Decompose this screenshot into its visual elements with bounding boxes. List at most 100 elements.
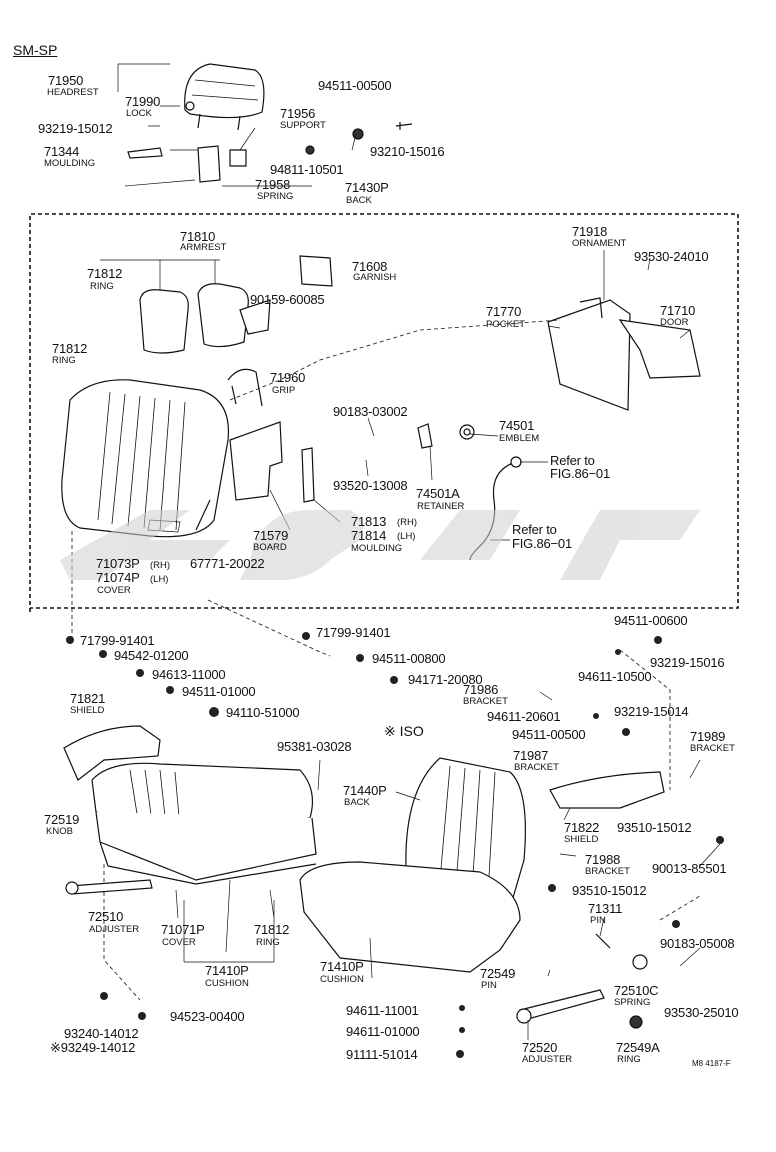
part-93249-14012-number: ※93249-14012 — [50, 1040, 136, 1055]
part-71579-number: 71579 — [253, 528, 289, 543]
part-71990-name: LOCK — [126, 108, 152, 119]
part-71579-name: BOARD — [253, 542, 287, 553]
part-93219-15012-number: 93219-15012 — [38, 121, 113, 136]
ref-1-target[interactable]: FIG.86−01 — [550, 466, 610, 481]
ref-1-text[interactable]: Refer to — [550, 453, 595, 468]
iso-mark: ※ ISO — [384, 723, 424, 739]
part-71918-number: 71918 — [572, 224, 608, 239]
back-group-frame — [29, 213, 739, 612]
part-71073p-suffix: (RH) — [150, 560, 171, 571]
part-91111-51014-number: 91111-51014 — [346, 1047, 418, 1062]
part-94611-11001-number: 94611-11001 — [346, 1003, 419, 1018]
shield-left-shape — [63, 725, 161, 781]
part-71960-name: GRIP — [272, 385, 296, 396]
cushion-left-shape — [91, 762, 317, 885]
part-71812-c-number: 71812 — [254, 922, 290, 937]
part-71410p-b-number: 71410P — [320, 959, 364, 974]
armrest-shape — [100, 259, 271, 354]
part-71071p-number: 71071P — [161, 922, 205, 937]
part-90183-05008-number: 90183-05008 — [660, 936, 735, 951]
part-71987-name: BRACKET — [514, 762, 559, 773]
part-72549-number: 72549 — [480, 966, 516, 981]
part-71440p-name: BACK — [344, 797, 370, 808]
part-72510-number: 72510 — [88, 909, 124, 924]
part-71821-name: SHIELD — [70, 705, 105, 716]
part-71813-number: 71813 — [351, 514, 387, 529]
part-71956-number: 71956 — [280, 106, 316, 121]
part-93530-24010-number: 93530-24010 — [634, 249, 709, 264]
moulding-small-shape — [127, 147, 163, 159]
part-71956-name: SUPPORT — [280, 120, 326, 131]
part-74501-number: 74501 — [499, 418, 535, 433]
part-90013-85501-number: 90013-85501 — [652, 861, 727, 876]
garnish-shape — [299, 255, 333, 287]
part-71799-91401-b-number: 71799-91401 — [316, 625, 391, 640]
part-71814-suffix: (LH) — [397, 531, 416, 542]
part-71958-name: SPRING — [257, 191, 294, 202]
part-72510c-number: 72510C — [614, 983, 659, 998]
part-71410p-b-name: CUSHION — [320, 974, 364, 985]
part-71344-name: MOULDING — [44, 158, 96, 169]
ref-2-target[interactable]: FIG.86−01 — [512, 536, 572, 551]
part-71311-number: 71311 — [588, 901, 623, 916]
part-93510-15012-b-number: 93510-15012 — [572, 883, 647, 898]
part-71440p-number: 71440P — [343, 783, 387, 798]
part-74501-name: EMBLEM — [499, 433, 540, 444]
adjuster-right-shape — [516, 989, 605, 1024]
part-71410p-a-name: CUSHION — [205, 978, 249, 989]
part-71950-name: HEADREST — [47, 87, 99, 98]
part-94110-51000-number: 94110-51000 — [226, 705, 300, 720]
part-71989-number: 71989 — [690, 729, 726, 744]
part-71344-number: 71344 — [44, 144, 80, 159]
part-74501a-name: RETAINER — [417, 501, 465, 512]
part-71074p-number: 71074P — [96, 570, 140, 585]
part-71990-number: 71990 — [125, 94, 161, 109]
adjuster-left-shape — [65, 879, 153, 895]
part-71812-b-name: RING — [52, 355, 76, 366]
ring-72549a — [629, 1015, 643, 1029]
part-90183-03002-number: 90183-03002 — [333, 404, 408, 419]
seat-back-moulding-shape — [301, 447, 315, 503]
part-93510-15012-a-number: 93510-15012 — [617, 820, 692, 835]
part-93219-15014-number: 93219-15014 — [614, 704, 689, 719]
part-71812-a-number: 71812 — [87, 266, 123, 281]
pin-71311 — [595, 933, 611, 949]
part-71073p-number: 71073P — [96, 556, 140, 571]
support-shape — [197, 145, 247, 183]
part-71950-number: 71950 — [48, 73, 84, 88]
part-71821-number: 71821 — [70, 691, 106, 706]
part-93219-15016-number: 93219-15016 — [650, 655, 725, 670]
lock-shape — [185, 101, 195, 111]
page-title: SM-SP — [13, 42, 58, 58]
part-71799-91401-a-number: 71799-91401 — [80, 633, 155, 648]
part-71989-name: BRACKET — [690, 743, 735, 754]
part-71822-name: SHIELD — [564, 834, 599, 845]
part-71812-a-name: RING — [90, 281, 114, 292]
watermark-logo — [60, 510, 700, 580]
part-94542-01200-number: 94542-01200 — [114, 648, 189, 663]
part-71814-name: MOULDING — [351, 543, 403, 554]
part-71988-name: BRACKET — [585, 866, 630, 877]
part-71430p-number: 71430P — [345, 180, 389, 195]
board-shape — [229, 421, 283, 501]
part-94511-00500-b-number: 94511-00500 — [512, 727, 586, 742]
part-71710-name: DOOR — [660, 317, 689, 328]
part-72549a-number: 72549A — [616, 1040, 660, 1055]
part-71918-name: ORNAMENT — [572, 238, 627, 249]
part-67771-20022-number: 67771-20022 — [190, 556, 265, 571]
spring-72510c — [632, 954, 648, 970]
part-71810-name: ARMREST — [180, 242, 227, 253]
part-94811-10501-number: 94811-10501 — [270, 162, 344, 177]
part-72519-number: 72519 — [44, 812, 80, 827]
part-72510c-name: SPRING — [614, 997, 651, 1008]
part-72510-name: ADJUSTER — [89, 924, 140, 935]
retainer-shape — [417, 423, 433, 449]
ref-2-text[interactable]: Refer to — [512, 522, 557, 537]
part-71987-number: 71987 — [513, 748, 549, 763]
part-71986-number: 71986 — [463, 682, 499, 697]
part-71710-number: 71710 — [660, 303, 696, 318]
part-71810-number: 71810 — [180, 229, 216, 244]
part-94613-11000-number: 94613-11000 — [152, 667, 226, 682]
